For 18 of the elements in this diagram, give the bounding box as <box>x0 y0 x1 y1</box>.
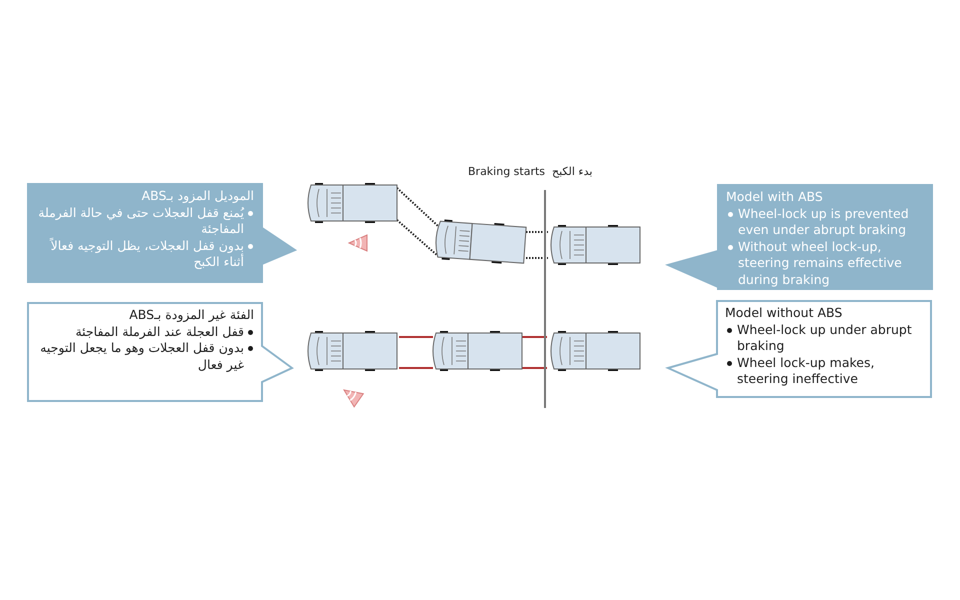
bullet-item: بدون قفل العجلات وهو ما يجعل التوجيه غير فعال <box>36 340 254 373</box>
bullet-item: يُمنع قفل العجلات حتى في حالة الفرملة المفاجئة <box>36 204 254 238</box>
callout-heading: Model without ABS <box>725 305 844 322</box>
callout-box <box>668 300 931 398</box>
callout-box <box>28 302 292 402</box>
callout-box <box>668 184 932 290</box>
braking-start-label: Braking starts <box>468 165 546 178</box>
bullet-item: Without wheel lock-up, steering remains effective during braking <box>726 238 924 288</box>
callout-heading: الفئة غير المزودة بـABS <box>128 307 254 324</box>
callout-heading: Model with ABS <box>726 189 824 206</box>
bullet-item: Wheel lock-up makes, steering ineffective <box>725 354 923 388</box>
callout-heading: الموديل المزود بـABS <box>140 188 254 204</box>
bullet-item: Wheel-lock up under abrupt braking <box>725 322 923 354</box>
bullet-item: Wheel-lock up is prevented even under abrupt braking <box>726 206 924 238</box>
bullet-item: قفل العجلة عند الفرملة المفاجئة <box>36 324 254 340</box>
callout-box <box>28 183 295 283</box>
bullet-item: بدون قفل العجلات، يظل التوجيه فعالاً أثناء الكبح <box>36 238 254 270</box>
braking-start-label: بدء الكبح <box>552 165 592 178</box>
